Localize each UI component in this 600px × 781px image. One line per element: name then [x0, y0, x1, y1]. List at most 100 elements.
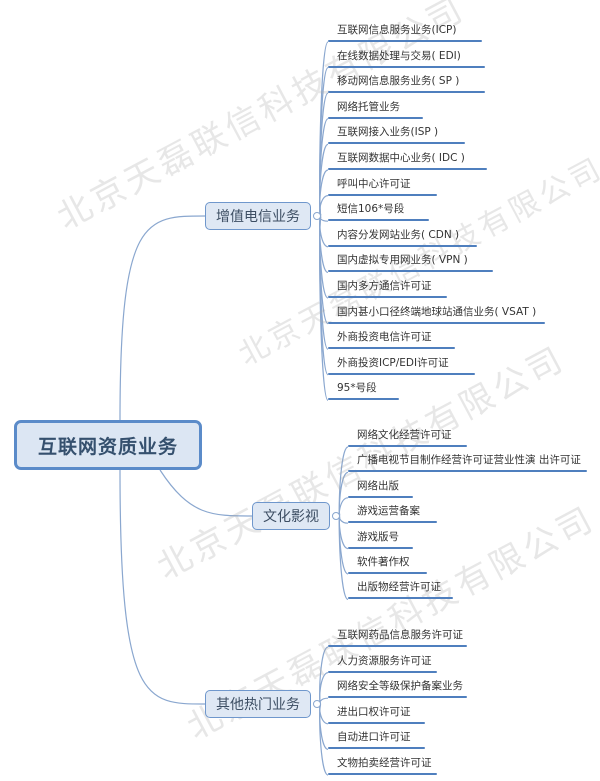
leaf-underline — [328, 65, 485, 68]
branch-node[interactable]: 文化影视 — [252, 502, 330, 530]
leaf-underline — [348, 495, 413, 498]
leaf-item[interactable]: 呼叫中心许可证 — [328, 177, 437, 196]
leaf-item[interactable]: 文物拍卖经营许可证 — [328, 756, 437, 775]
leaf-underline — [348, 546, 413, 549]
leaf-label: 呼叫中心许可证 — [337, 177, 411, 190]
leaf-item[interactable]: 网络出版 — [348, 479, 413, 498]
leaf-underline — [328, 193, 437, 196]
leaf-label: 网络安全等级保护备案业务 — [337, 680, 463, 693]
leaf-underline — [328, 773, 437, 775]
leaf-label: 网络文化经营许可证 — [357, 429, 452, 441]
branch-to-leaf-connector — [338, 497, 349, 517]
leaf-label: 网络出版 — [357, 479, 399, 492]
leaf-item[interactable]: 游戏版号 — [348, 530, 413, 549]
branch-to-leaf-connector — [319, 215, 329, 401]
leaf-item[interactable]: 国内甚小口径终端地球站通信业务( VSAT ) — [328, 305, 545, 324]
leaf-label: 国内虚拟专用网业务( VPN ) — [337, 254, 468, 267]
leaf-label: 互联网信息服务业务(ICP) — [337, 24, 457, 36]
collapse-toggle-icon[interactable] — [332, 512, 340, 520]
branch-node[interactable]: 其他热门业务 — [205, 690, 311, 718]
leaf-item[interactable]: 移动网信息服务业务( SP ) — [328, 74, 485, 94]
leaf-underline — [328, 296, 447, 298]
root-node[interactable]: 互联网资质业务 — [14, 420, 202, 470]
leaf-label: 游戏版号 — [357, 530, 399, 543]
branch-to-leaf-connector — [319, 215, 329, 376]
branch-to-leaf-connector — [319, 195, 329, 217]
leaf-item[interactable]: 国内多方通信许可证 — [328, 279, 447, 298]
leaf-item[interactable]: 外商投资电信许可证 — [328, 330, 455, 350]
leaf-label: 人力资源服务许可证 — [337, 654, 432, 667]
leaf-underline — [328, 696, 467, 699]
leaf-underline — [328, 670, 437, 673]
leaf-underline — [348, 445, 467, 447]
leaf-underline — [328, 116, 423, 119]
leaf-item[interactable]: 网络安全等级保护备案业务 — [328, 679, 467, 699]
leaf-label: 外商投资ICP/EDI许可证 — [337, 356, 449, 369]
branch-to-leaf-connector — [319, 703, 329, 725]
branch-node[interactable]: 增值电信业务 — [205, 202, 311, 230]
leaf-underline — [328, 219, 429, 222]
leaf-item[interactable]: 外商投资ICP/EDI许可证 — [328, 356, 475, 375]
leaf-label: 网络托管业务 — [337, 100, 400, 113]
root-to-branch-connector — [119, 469, 206, 705]
leaf-label: 95*号段 — [337, 382, 377, 395]
leaf-item[interactable]: 短信106*号段 — [328, 202, 429, 222]
leaf-item[interactable]: 互联网药品信息服务许可证 — [328, 628, 467, 647]
leaf-label: 短信106*号段 — [337, 203, 405, 216]
leaf-label: 外商投资电信许可证 — [337, 331, 432, 344]
leaf-underline — [328, 244, 477, 247]
collapse-toggle-icon[interactable] — [313, 700, 321, 708]
leaf-label: 互联网接入业务(ISP ) — [337, 126, 439, 139]
leaf-item[interactable]: 互联网接入业务(ISP ) — [328, 125, 465, 145]
leaf-label: 国内甚小口径终端地球站通信业务( VSAT ) — [337, 305, 537, 318]
leaf-underline — [328, 40, 482, 42]
leaf-item[interactable]: 互联网信息服务业务(ICP) — [328, 23, 482, 42]
root-to-branch-connector — [159, 469, 253, 517]
leaf-underline — [328, 168, 487, 170]
root-to-branch-connector — [119, 215, 206, 421]
leaf-underline — [348, 597, 453, 600]
leaf-item[interactable]: 网络托管业务 — [328, 100, 423, 119]
branch-to-leaf-connector — [338, 515, 349, 524]
branch-to-leaf-connector — [338, 515, 349, 600]
leaf-label: 进出口权许可证 — [337, 705, 411, 718]
leaf-label: 移动网信息服务业务( SP ) — [337, 75, 460, 88]
leaf-item[interactable]: 国内虚拟专用网业务( VPN ) — [328, 253, 493, 273]
leaf-label: 内容分发网站业务( CDN ) — [337, 228, 460, 241]
leaf-underline — [328, 142, 465, 145]
leaf-underline — [328, 372, 475, 375]
leaf-underline — [328, 347, 455, 350]
leaf-item[interactable]: 自动进口许可证 — [328, 730, 425, 750]
leaf-item[interactable]: 内容分发网站业务( CDN ) — [328, 228, 477, 247]
leaf-underline — [348, 521, 437, 524]
leaf-label: 出版物经营许可证 — [357, 581, 441, 594]
leaf-underline — [328, 645, 467, 647]
leaf-item[interactable]: 进出口权许可证 — [328, 705, 425, 724]
leaf-item[interactable]: 人力资源服务许可证 — [328, 654, 437, 673]
leaf-label: 自动进口许可证 — [337, 731, 411, 744]
leaf-underline — [328, 91, 485, 94]
leaf-underline — [328, 398, 399, 401]
leaf-label: 游戏运营备案 — [357, 505, 420, 518]
leaf-underline — [348, 470, 587, 473]
leaf-label: 文物拍卖经营许可证 — [337, 757, 432, 769]
leaf-item[interactable]: 在线数据处理与交易( EDI) — [328, 49, 485, 68]
leaf-label: 广播电视节目制作经营许可证营业性演 出许可证 — [357, 454, 581, 467]
leaf-label: 软件著作权 — [357, 556, 410, 568]
leaf-item[interactable]: 互联网数据中心业务( IDC ) — [328, 151, 487, 170]
leaf-underline — [328, 270, 493, 273]
leaf-item[interactable]: 出版物经营许可证 — [348, 580, 453, 600]
leaf-item[interactable]: 广播电视节目制作经营许可证营业性演 出许可证 — [348, 453, 587, 473]
leaf-label: 国内多方通信许可证 — [337, 280, 432, 292]
leaf-underline — [328, 321, 545, 324]
leaf-item[interactable]: 95*号段 — [328, 381, 399, 401]
leaf-underline — [328, 721, 425, 724]
leaf-label: 在线数据处理与交易( EDI) — [337, 49, 461, 62]
leaf-label: 互联网数据中心业务( IDC ) — [337, 152, 465, 164]
leaf-underline — [328, 747, 425, 750]
leaf-item[interactable]: 游戏运营备案 — [348, 504, 437, 524]
collapse-toggle-icon[interactable] — [313, 212, 321, 220]
leaf-item[interactable]: 软件著作权 — [348, 555, 427, 574]
leaf-item[interactable]: 网络文化经营许可证 — [348, 428, 467, 447]
